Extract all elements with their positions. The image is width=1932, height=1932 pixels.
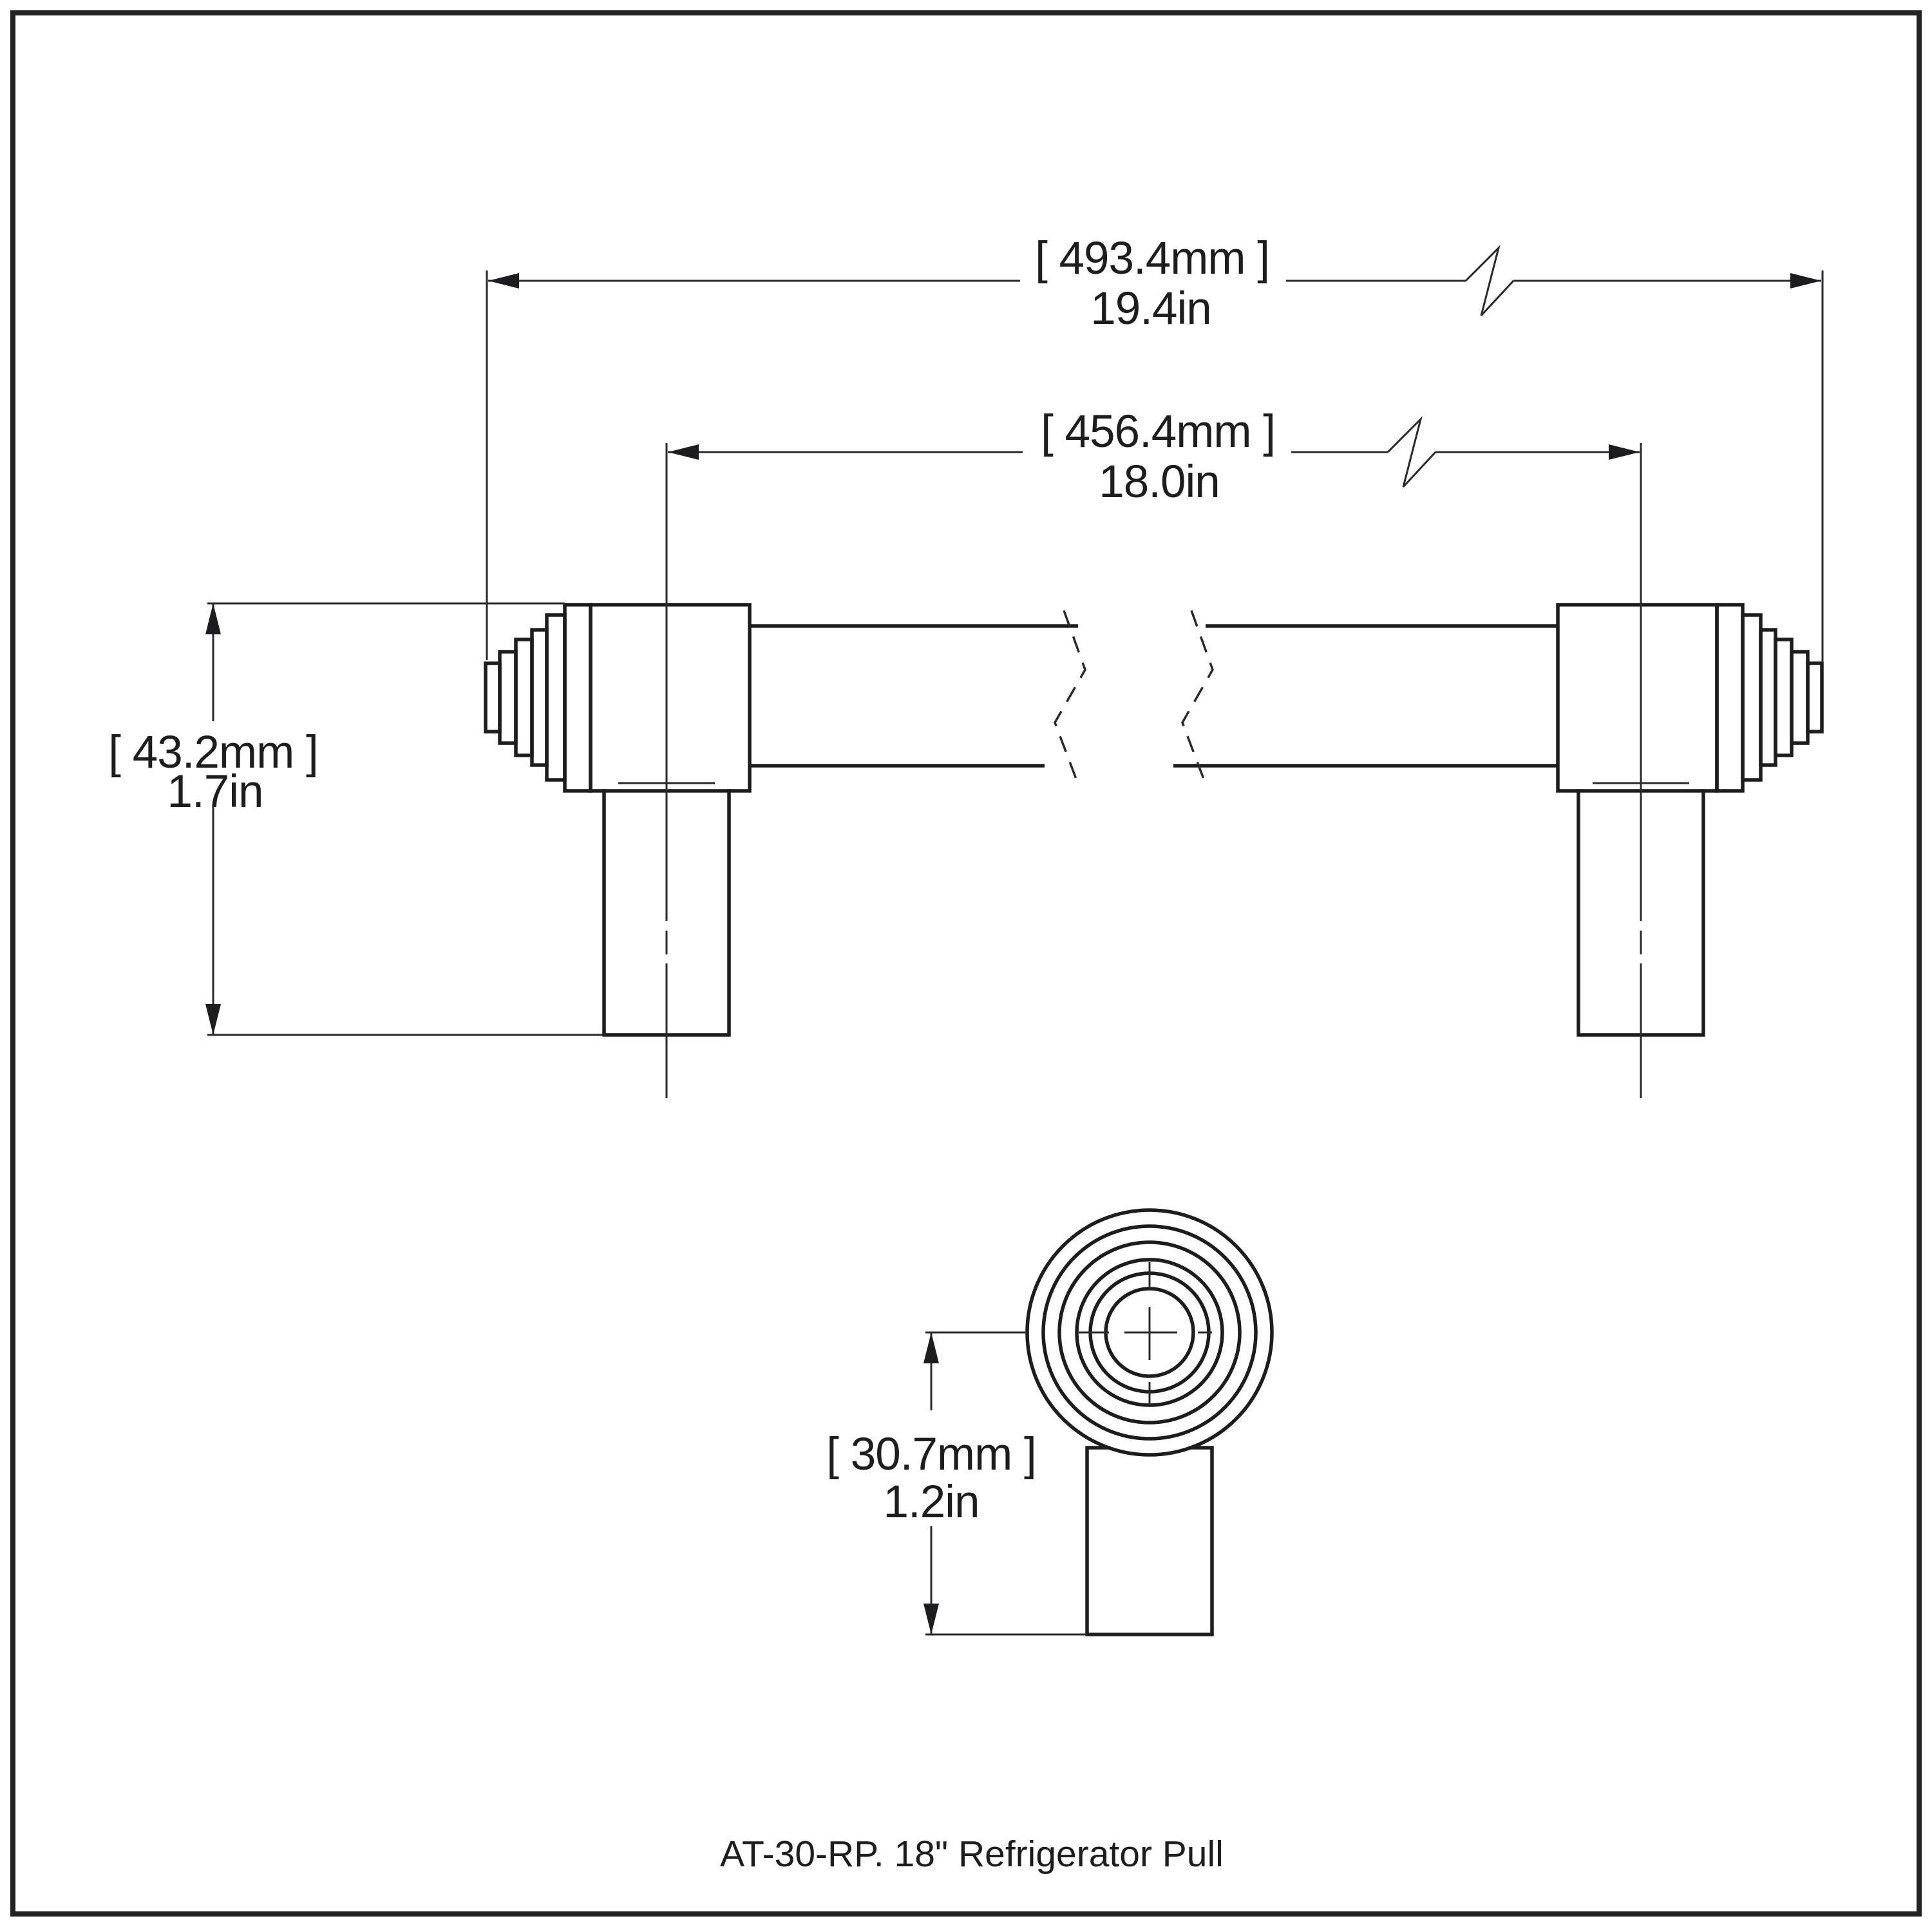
- arrowhead-down: [205, 1004, 221, 1035]
- dim-label-mm: [ 493.4mm ]: [1035, 233, 1269, 284]
- dim-label-mm: [ 30.7mm ]: [826, 1429, 1036, 1480]
- dim-label-in: 19.4in: [1090, 283, 1211, 334]
- dim-post-projection: [ 30.7mm ] 1.2in: [826, 1331, 1087, 1636]
- arrowhead-left: [488, 273, 519, 289]
- border-frame: [10, 10, 1922, 1917]
- right-post-centerline: [1593, 443, 1689, 1098]
- left-block: [589, 603, 752, 793]
- dim-label-mm: [ 456.4mm ]: [1041, 406, 1275, 457]
- arrowhead-right: [1790, 273, 1821, 289]
- arrowhead-right: [1609, 444, 1640, 460]
- front-view: [484, 443, 1824, 1098]
- center-marks: [1077, 1262, 1212, 1405]
- left-cap-steps: [484, 603, 592, 793]
- caption-title: AT-30-RP. 18" Refrigerator Pull: [720, 1833, 1224, 1875]
- right-cap-steps: [1715, 603, 1824, 793]
- handle-bar: [750, 624, 1558, 768]
- dim-break-symbol: [1387, 416, 1437, 488]
- break-lines: [1054, 610, 1214, 781]
- arrowhead-down: [923, 1604, 939, 1634]
- left-post-centerline: [618, 443, 715, 1098]
- end-view-post: [1085, 1446, 1214, 1636]
- end-view: [1025, 1208, 1274, 1636]
- arrowhead-up: [205, 603, 221, 634]
- dim-break-symbol: [1464, 245, 1515, 317]
- arrowhead-left: [668, 444, 699, 460]
- dim-label-in: 1.2in: [884, 1477, 980, 1528]
- dim-overall-height: [ 43.2mm ] 1.7in: [108, 602, 605, 1036]
- dim-overall-length: [ 493.4mm ] 19.4in: [486, 233, 1824, 663]
- dim-label-in: 18.0in: [1099, 457, 1219, 507]
- dim-label-mm: [ 43.2mm ]: [108, 727, 317, 778]
- right-block: [1556, 603, 1719, 793]
- dim-label-in: 1.7in: [167, 766, 263, 817]
- dim-center-to-center: [ 456.4mm ] 18.0in: [668, 406, 1640, 507]
- arrowhead-up: [923, 1332, 939, 1363]
